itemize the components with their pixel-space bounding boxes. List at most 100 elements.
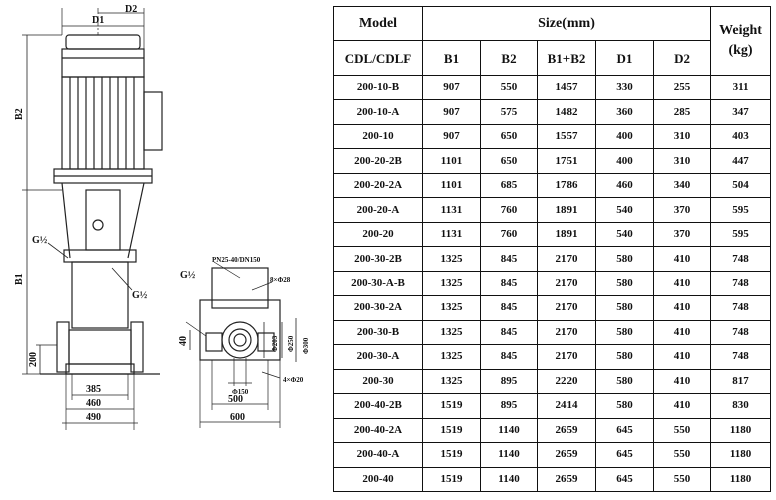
coupling-window <box>85 189 121 251</box>
model-cell: 200-10-A <box>333 99 423 125</box>
d1-cell: 645 <box>595 442 654 468</box>
weight-cell: 504 <box>710 172 772 199</box>
b1-b2-cell: 1891 <box>537 221 596 248</box>
dim-g-upper: G½ <box>32 235 48 246</box>
pump-column-plan <box>211 267 269 309</box>
b2-cell: 685 <box>480 172 538 199</box>
b1-cell: 1131 <box>422 197 481 223</box>
d2-cell: 285 <box>652 99 712 125</box>
model-cell: 200-40 <box>333 466 423 492</box>
b2-cell: 845 <box>480 246 538 272</box>
weight-cell: 1180 <box>710 442 772 468</box>
d1-cell: 580 <box>595 319 654 346</box>
b2-cell: 650 <box>480 148 538 174</box>
b1-b2-cell: 2659 <box>537 466 596 492</box>
weight-cell: 748 <box>710 344 772 370</box>
pump-sleeve <box>71 261 129 329</box>
model-cell: 200-30-2B <box>333 246 423 272</box>
dim-g-lower: G½ <box>132 290 148 301</box>
flange-bore <box>228 328 252 352</box>
dim-490: 490 <box>86 412 101 423</box>
b1-cell: 907 <box>422 99 481 125</box>
d2-cell: 410 <box>652 295 712 321</box>
b1-cell: 1325 <box>422 368 481 395</box>
d1-cell: 580 <box>595 270 654 297</box>
pump-head <box>63 249 137 263</box>
dim-600: 600 <box>230 412 245 423</box>
motor-top-housing <box>61 48 145 78</box>
pump-dimension-drawing: D1 D2 B2 B1 G½ G½ 200 385 460 490 G½ 40 … <box>0 0 332 500</box>
d2-header: D2 <box>652 40 712 76</box>
b1-cell: 1101 <box>422 172 481 199</box>
weight-cell: 447 <box>710 148 772 174</box>
motor-body <box>61 76 145 170</box>
dim-b2: B2 <box>14 108 25 120</box>
d2-cell: 255 <box>652 74 712 101</box>
top-bolts-label: 8×Φ28 <box>270 276 291 284</box>
weight-cell: 347 <box>710 99 772 125</box>
d1-cell: 645 <box>595 466 654 492</box>
flange-outer-circle <box>221 321 259 359</box>
dim-dia250: Φ250 <box>287 335 295 352</box>
model-cell: 200-30-B <box>333 319 423 346</box>
d1-cell: 400 <box>595 148 654 174</box>
base-outline <box>199 299 281 361</box>
dim-b1: B1 <box>14 273 25 285</box>
dim-dia150: Φ150 <box>232 388 249 396</box>
b1-b2-cell: 2220 <box>537 368 596 395</box>
weight-cell: 748 <box>710 295 772 321</box>
weight-cell: 817 <box>710 368 772 395</box>
b1-b2-cell: 2659 <box>537 417 596 444</box>
series-header: CDL/CDLF <box>333 40 423 76</box>
b1-b2-cell: 2170 <box>537 246 596 272</box>
dim-d2: D2 <box>125 4 137 15</box>
b1-b2-cell: 2170 <box>537 344 596 370</box>
terminal-box <box>143 91 163 151</box>
model-cell: 200-10-B <box>333 74 423 101</box>
b2-header: B2 <box>480 40 538 76</box>
b1-cell: 1519 <box>422 466 481 492</box>
pump-bracket <box>61 182 145 259</box>
b1-cell: 1325 <box>422 344 481 370</box>
weight-cell: 1180 <box>710 466 772 492</box>
model-cell: 200-30-A <box>333 344 423 370</box>
b1-b2-cell: 1457 <box>537 74 596 101</box>
b2-cell: 760 <box>480 221 538 248</box>
b1b2-header: B1+B2 <box>537 40 596 76</box>
d2-cell: 370 <box>652 197 712 223</box>
model-cell: 200-30 <box>333 368 423 395</box>
b1-b2-cell: 1891 <box>537 197 596 223</box>
model-cell: 200-20 <box>333 221 423 248</box>
base-holes-label: 4×Φ20 <box>283 376 304 384</box>
b2-cell: 895 <box>480 393 538 419</box>
b1-b2-cell: 2170 <box>537 295 596 321</box>
weight-cell: 748 <box>710 319 772 346</box>
d1-cell: 540 <box>595 221 654 248</box>
b1-cell: 1519 <box>422 417 481 444</box>
b1-cell: 1325 <box>422 295 481 321</box>
d1-cell: 645 <box>595 417 654 444</box>
b1-cell: 1519 <box>422 393 481 419</box>
b1-b2-cell: 1482 <box>537 99 596 125</box>
d2-cell: 410 <box>652 246 712 272</box>
d1-cell: 540 <box>595 197 654 223</box>
b1-b2-cell: 1751 <box>537 148 596 174</box>
b2-cell: 575 <box>480 99 538 125</box>
d2-cell: 340 <box>652 172 712 199</box>
weight-cell: 403 <box>710 123 772 150</box>
b1-b2-cell: 1786 <box>537 172 596 199</box>
d1-cell: 580 <box>595 344 654 370</box>
dim-200: 200 <box>28 352 39 367</box>
model-cell: 200-40-A <box>333 442 423 468</box>
